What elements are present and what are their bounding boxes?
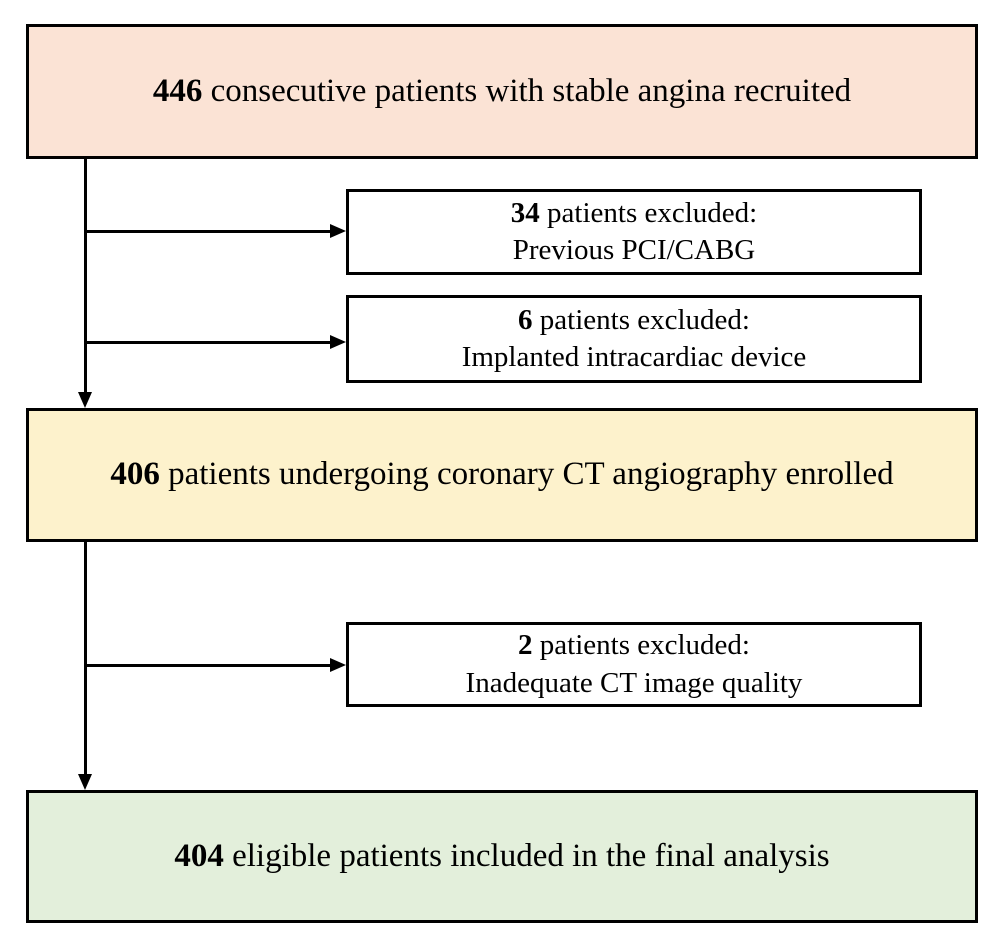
arrowhead-right-icon [330,335,346,349]
recruited-box: 446 consecutive patients with stable ang… [26,24,978,159]
excluded-device-reason: Implanted intracardiac device [461,341,807,373]
excluded-device-box: 6 patients excluded: Implanted intracard… [346,295,922,383]
excluded-pci-cabg-box: 34 patients excluded: Previous PCI/CABG [346,189,922,275]
connector-line-branch-3 [85,664,331,667]
enrolled-text: 406 patients undergoing coronary CT angi… [110,456,894,493]
connector-line-vertical-1 [84,159,87,394]
connector-line-vertical-2 [84,542,87,776]
excluded-image-quality-box: 2 patients excluded: Inadequate CT image… [346,622,922,707]
excluded-device-line1: 6 patients excluded: [518,303,750,336]
excluded-pci-cabg-count: 34 [510,196,540,229]
arrowhead-down-icon [78,392,92,408]
arrowhead-right-icon [330,658,346,672]
enrolled-count: 406 [110,456,160,493]
connector-line-branch-1 [85,230,331,233]
excluded-image-quality-line1: 2 patients excluded: [518,629,750,662]
recruited-text: 446 consecutive patients with stable ang… [152,72,852,109]
excluded-pci-cabg-line1: 34 patients excluded: [510,196,758,229]
arrowhead-down-icon [78,774,92,790]
arrowhead-right-icon [330,224,346,238]
enrolled-box: 406 patients undergoing coronary CT angi… [26,408,978,542]
final-analysis-count: 404 [174,837,224,874]
recruited-count: 446 [152,72,203,109]
excluded-device-count: 6 [518,303,533,336]
excluded-image-quality-count: 2 [518,629,533,662]
final-analysis-box: 404 eligible patients included in the fi… [26,790,978,923]
final-analysis-text: 404 eligible patients included in the fi… [174,837,830,874]
excluded-image-quality-reason: Inadequate CT image quality [465,666,803,699]
excluded-pci-cabg-reason: Previous PCI/CABG [512,234,756,266]
connector-line-branch-2 [85,341,331,344]
